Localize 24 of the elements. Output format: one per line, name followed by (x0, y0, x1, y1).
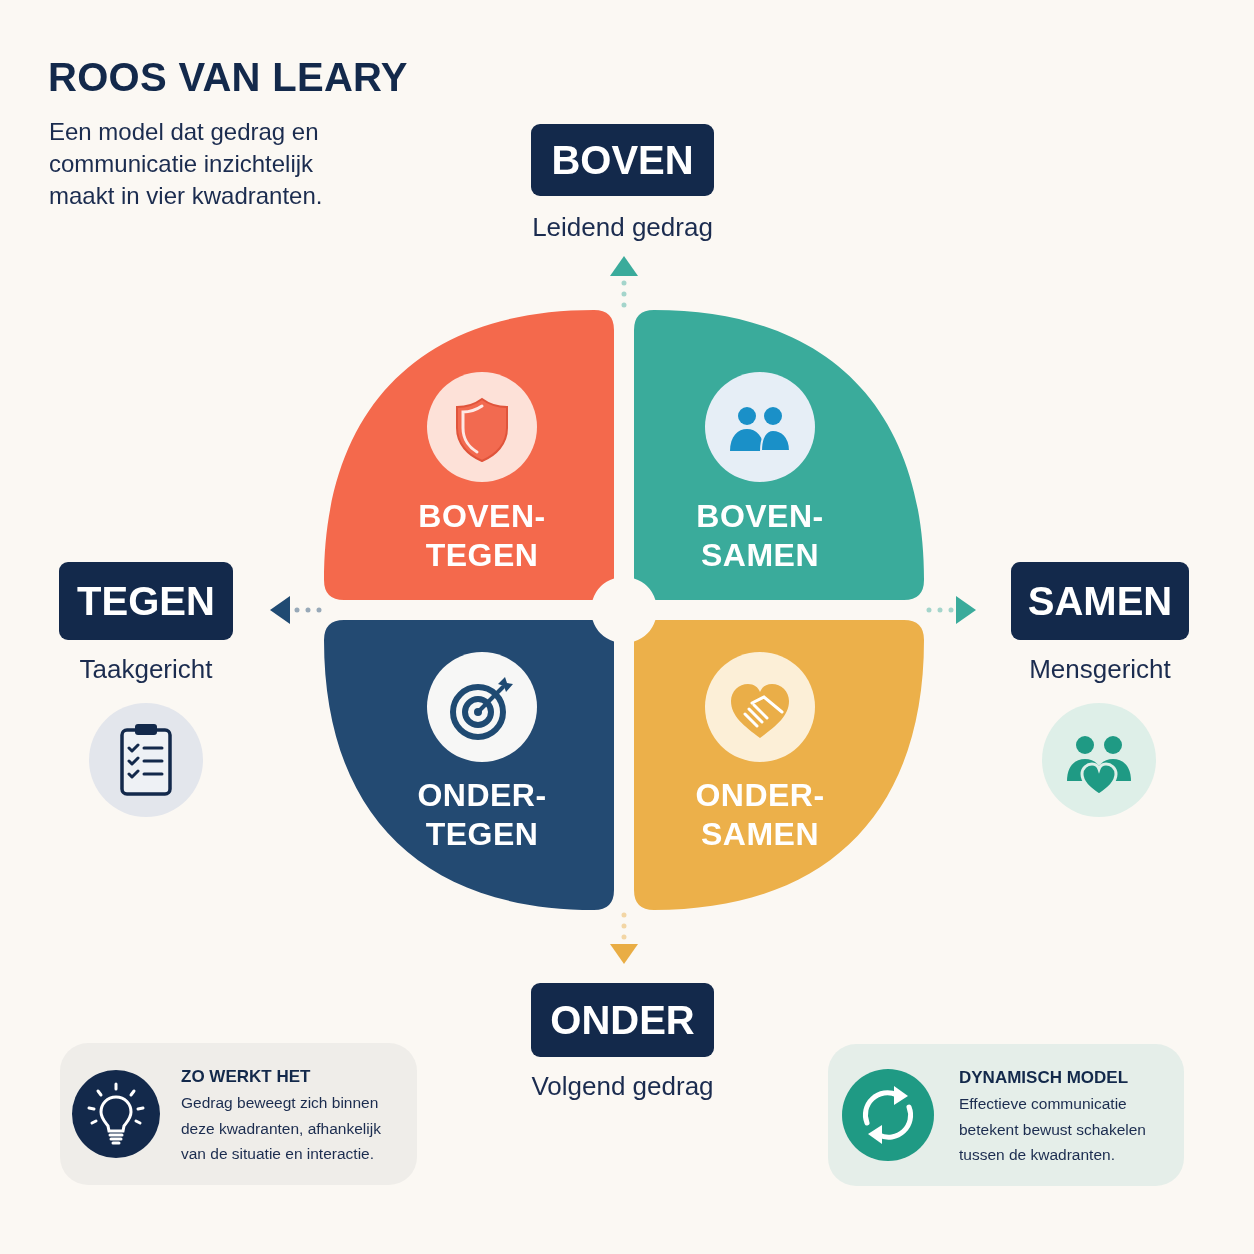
axis-caption: Taakgericht (79, 654, 213, 684)
axis-caption: Leidend gedrag (532, 212, 713, 242)
title-heading: ROOS VAN LEARY (48, 55, 408, 100)
quadrant-shape (634, 310, 924, 600)
axis-caption: Mensgericht (1029, 654, 1171, 684)
axis-caption: Volgend gedrag (531, 1071, 714, 1101)
axis-label: BOVEN (531, 124, 714, 196)
info-card (828, 1044, 1184, 1186)
quadrant-label: BOVEN-TEGEN (417, 497, 547, 575)
card-heading: DYNAMISCH MODEL (959, 1068, 1129, 1088)
info-card (60, 1043, 417, 1185)
card-text: Effectieve communicatie betekent bewust schakelen tussen de kwadranten. (959, 1094, 1147, 1165)
axis-label: SAMEN (1011, 562, 1189, 640)
quadrant-label: ONDER-SAMEN (694, 776, 826, 854)
quadrant-shape (324, 620, 614, 910)
card-text: Gedrag beweegt zich binnen deze kwadranten, afhankelijk van de situatie en interactie. (181, 1093, 382, 1164)
axis-label: TEGEN (59, 562, 233, 640)
subtitle-text: Een model dat gedrag en communicatie inzichtelijk maakt in vier kwadranten. (49, 117, 324, 211)
card-heading: ZO WERKT HET (181, 1067, 311, 1087)
quadrant-label: BOVEN-SAMEN (695, 497, 825, 575)
quadrant-shape (324, 310, 614, 600)
quadrant-label: ONDER-TEGEN (416, 776, 548, 854)
axis-label: ONDER (531, 983, 714, 1057)
quadrant-shape (634, 620, 924, 910)
